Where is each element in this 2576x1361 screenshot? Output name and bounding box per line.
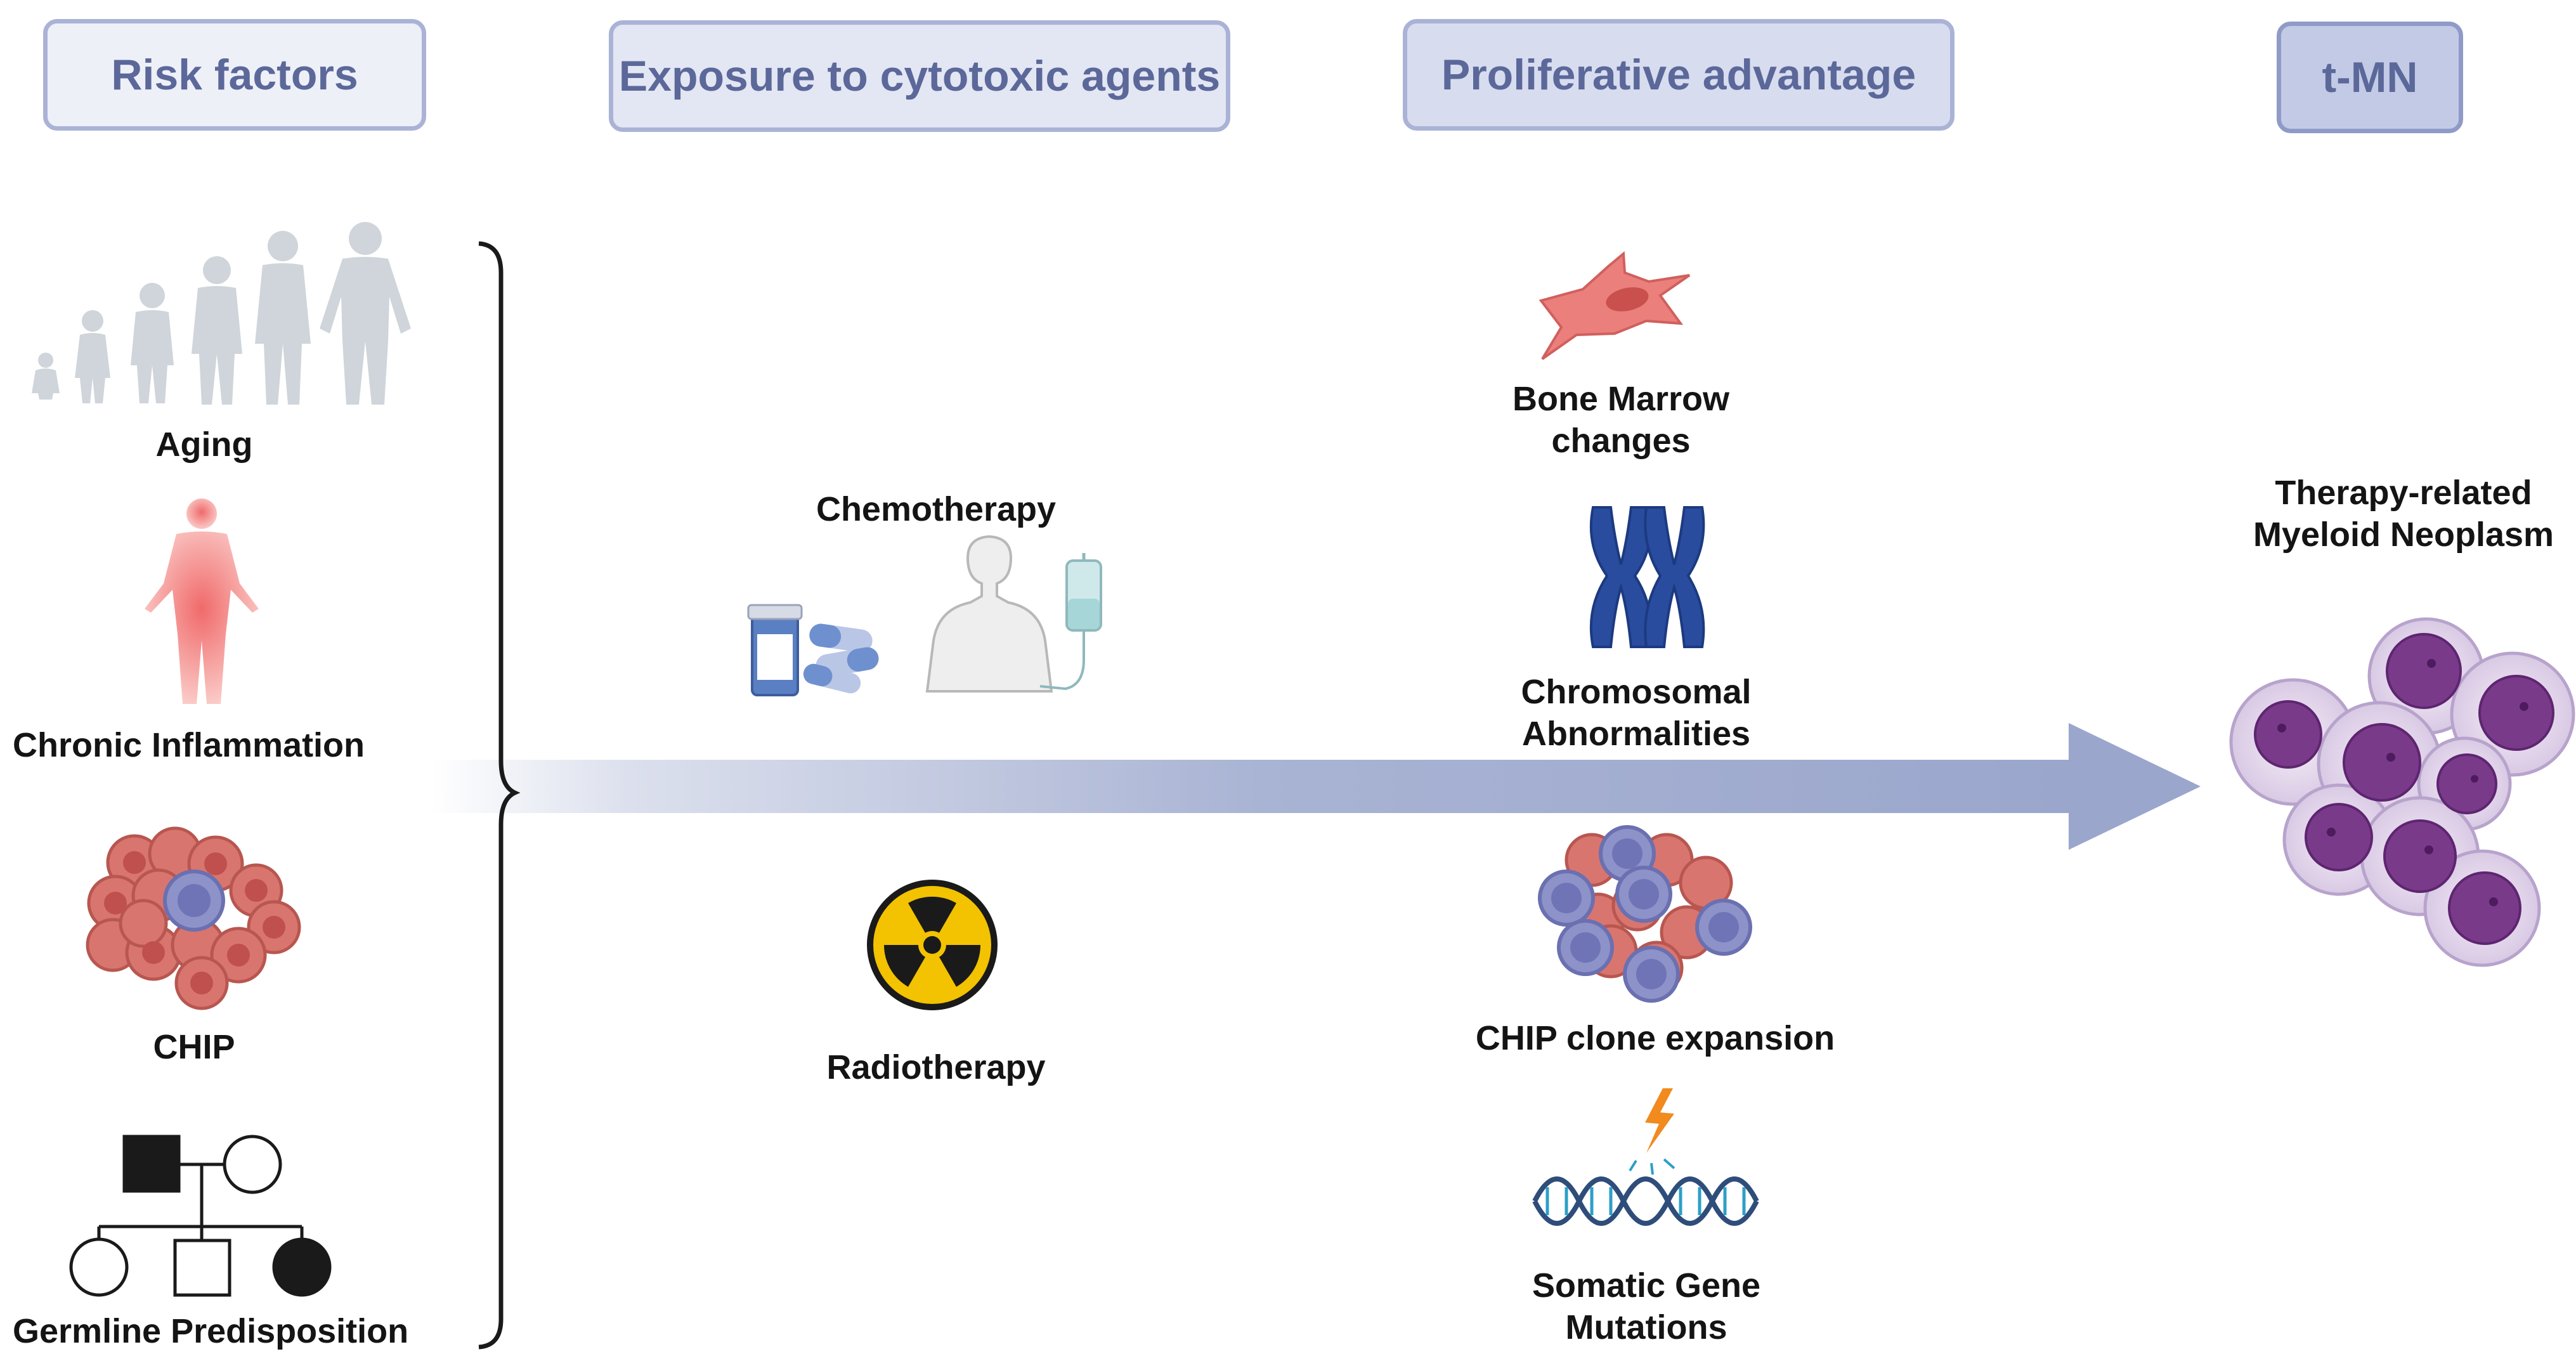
aging-people-icon [32,222,411,405]
header-tmn: t-MN [2277,22,2463,133]
pedigree-chart-icon [69,1135,332,1297]
header-exposure: Exposure to cytotoxic agents [609,20,1230,132]
header-proliferative: Proliferative advantage [1403,19,1955,131]
label-aging: Aging [155,426,253,464]
header-proliferative-label: Proliferative advantage [1441,51,1916,99]
progression-arrow [431,723,2201,850]
label-bone-marrow-changes: Bone Marrow changes [1512,380,1730,460]
chromosome-icon [1589,506,1705,648]
header-tmn-label: t-MN [2322,53,2418,101]
label-radiotherapy: Radiotherapy [826,1048,1046,1086]
chip-clone-expansion-icon [1538,825,1752,1003]
label-chromosomal-abnormalities: Chromosomal Abnormalities [1521,673,1752,753]
label-chronic-inflammation: Chronic Inflammation [13,726,365,764]
header-exposure-label: Exposure to cytotoxic agents [618,52,1221,100]
patient-iv-icon [925,535,1102,693]
stromal-cell-icon [1538,251,1691,360]
pills-icon [803,623,879,694]
label-somatic-gene-mutations: Somatic Gene Mutations [1532,1267,1761,1346]
header-risk-factors-label: Risk factors [111,51,358,99]
label-therapy-related-myeloid-neoplasm: Therapy-related Myeloid Neoplasm [2253,474,2554,554]
inflamed-body-icon [145,498,259,704]
label-chemotherapy: Chemotherapy [816,490,1057,528]
myeloid-neoplasm-cells-icon [2229,617,2575,967]
header-risk-factors: Risk factors [43,19,426,131]
grouping-brace [478,241,521,1350]
label-chip-clone-expansion: CHIP clone expansion [1475,1019,1835,1057]
label-chip: CHIP [153,1028,235,1066]
radiation-icon [867,880,998,1010]
lightning-icon [1629,1088,1675,1175]
chip-cell-cluster-icon [86,826,301,1010]
pill-bottle-icon [747,604,803,696]
dna-helix-icon [1532,1176,1759,1226]
label-germline-predisposition: Germline Predisposition [13,1312,409,1350]
